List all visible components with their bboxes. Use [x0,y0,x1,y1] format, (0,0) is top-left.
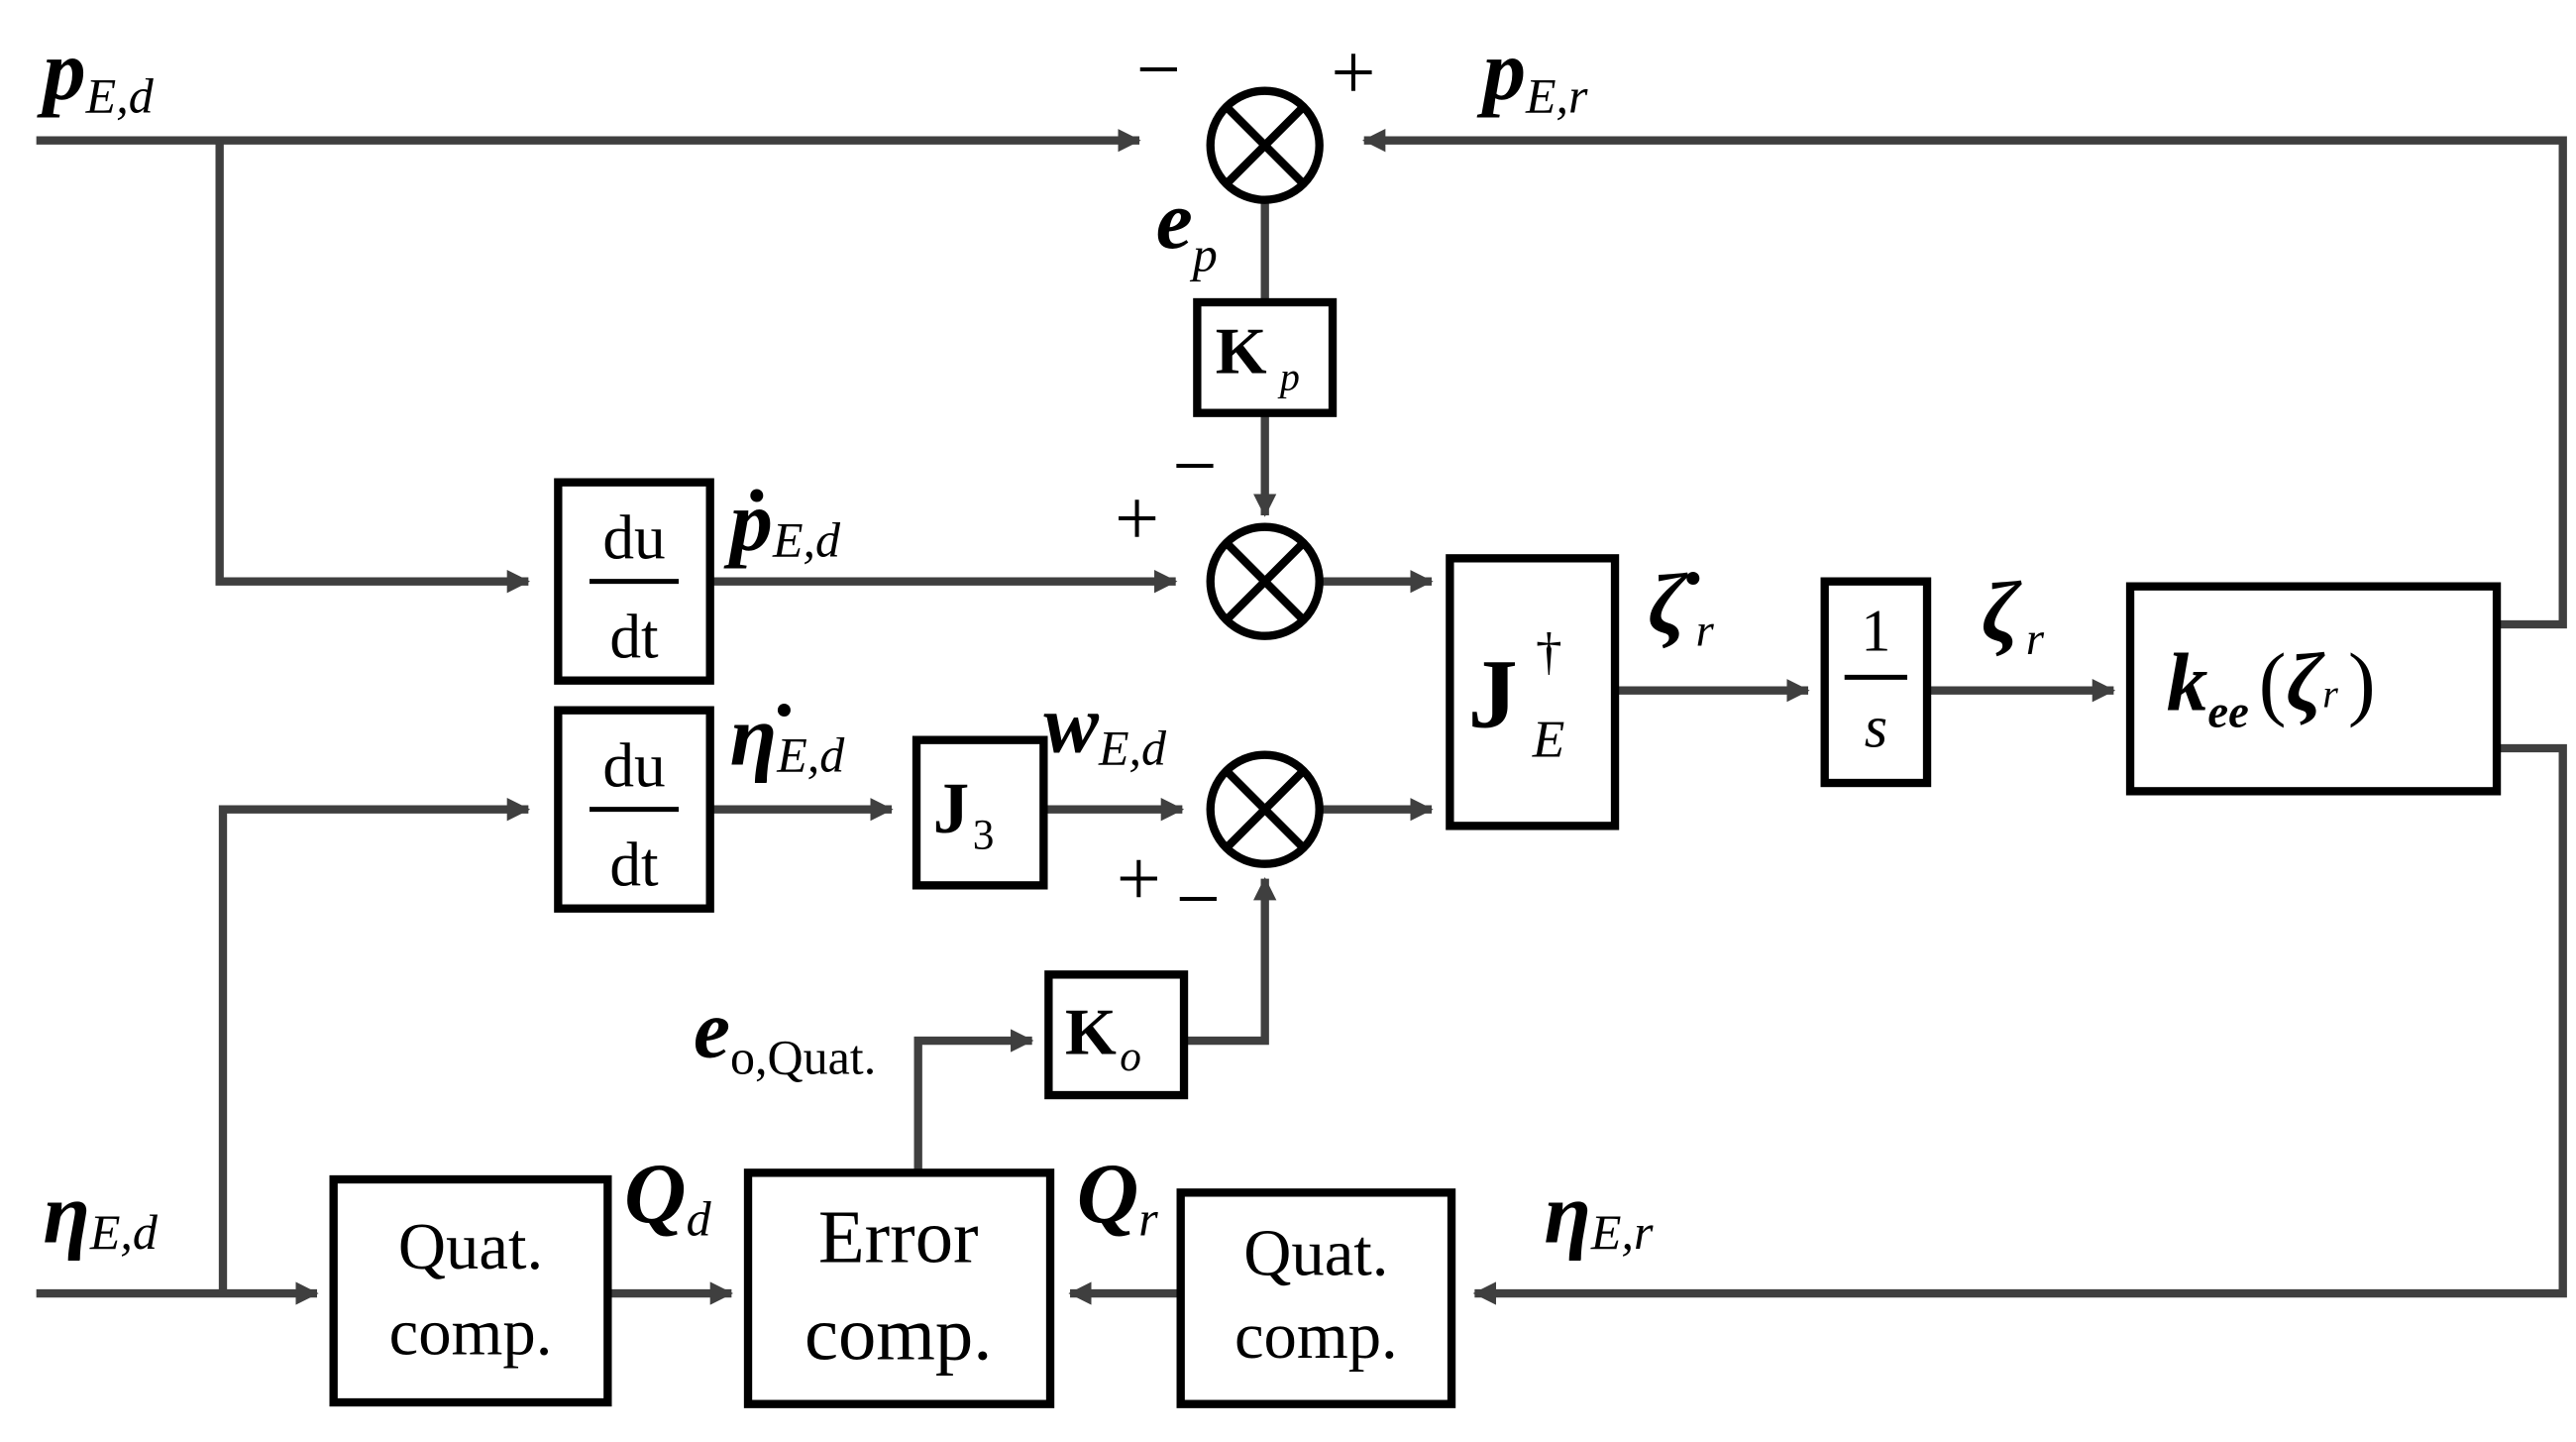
forward-kinematics-block: kee(ζr) [2125,582,2502,796]
derivative-block-position: du dt [554,478,714,685]
svg-text:J3: J3 [933,768,995,859]
svg-text:1: 1 [1861,599,1890,664]
label-w-E-d: wE,d [1043,679,1167,775]
svg-text:J: J [1468,638,1518,748]
sign-mid-minus: − [1172,423,1217,510]
sign-bottom-minus: − [1176,855,1221,943]
svg-text:†: † [1536,621,1562,681]
quat-comp-block-reference: Quat. comp. [1176,1188,1456,1408]
wire-etaEd-branch-to-derivative [218,798,531,1294]
sum-junction-top [1206,86,1324,204]
svg-text:Error: Error [818,1194,979,1278]
label-p-E-d: pE,d [36,23,154,123]
label-eta-E-d: ηE,d [43,1165,159,1261]
wire-pEd-branch-to-derivative [215,140,531,594]
jacobian-pseudoinverse-block: J † E [1446,554,1620,831]
wire-etaEr-feedback [1472,743,2567,1305]
label-Q-d: Qd [624,1146,712,1246]
error-comp-block: Error comp. [743,1168,1055,1408]
label-zeta-dot-r: ζ̇r [1648,556,1714,656]
wire-ko-to-sum-bottom [1184,877,1277,1046]
svg-text:comp.: comp. [1234,1300,1398,1373]
svg-text:s: s [1865,694,1887,759]
svg-text:comp.: comp. [389,1297,553,1370]
sum-junction-bottom [1206,750,1324,868]
sign-mid-plus: + [1115,476,1159,563]
svg-text:Quat.: Quat. [1243,1218,1388,1290]
label-e-o-quat: eo,Quat. [694,985,876,1085]
sum-sign-labels: − + + − + − [1115,27,1375,943]
sum-junction-middle [1206,522,1324,640]
label-Q-r: Qr [1077,1146,1159,1246]
sign-bottom-plus: + [1117,835,1161,923]
svg-text:Ko: Ko [1065,996,1141,1080]
quat-comp-block-desired: Quat. comp. [329,1174,612,1407]
sign-top-minus: − [1136,27,1181,114]
derivative-block-orientation: du dt [554,706,714,913]
label-e-p: ep [1156,175,1218,281]
svg-text:E: E [1532,709,1565,768]
sign-top-plus: + [1331,30,1375,117]
svg-text:dt: dt [609,602,659,671]
svg-text:kee(ζr): kee(ζr) [2167,638,2376,738]
wire-eo-to-ko [913,1029,1034,1173]
wire-pEr-feedback [1362,129,2567,629]
label-p-E-r: pE,r [1476,23,1588,123]
integrator-block: 1 s [1820,577,1932,788]
svg-text:Quat.: Quat. [398,1211,543,1283]
svg-text:du: du [602,502,665,572]
signal-wires [36,129,2567,1305]
label-eta-dot-E-d: η̇E,d [730,689,846,784]
svg-text:Kp: Kp [1216,316,1300,399]
svg-text:du: du [602,730,665,800]
svg-text:comp.: comp. [805,1292,992,1377]
svg-text:dt: dt [609,830,659,899]
label-p-dot-E-d: ṗE,d [723,474,841,569]
label-eta-E-r: ηE,r [1544,1165,1654,1261]
